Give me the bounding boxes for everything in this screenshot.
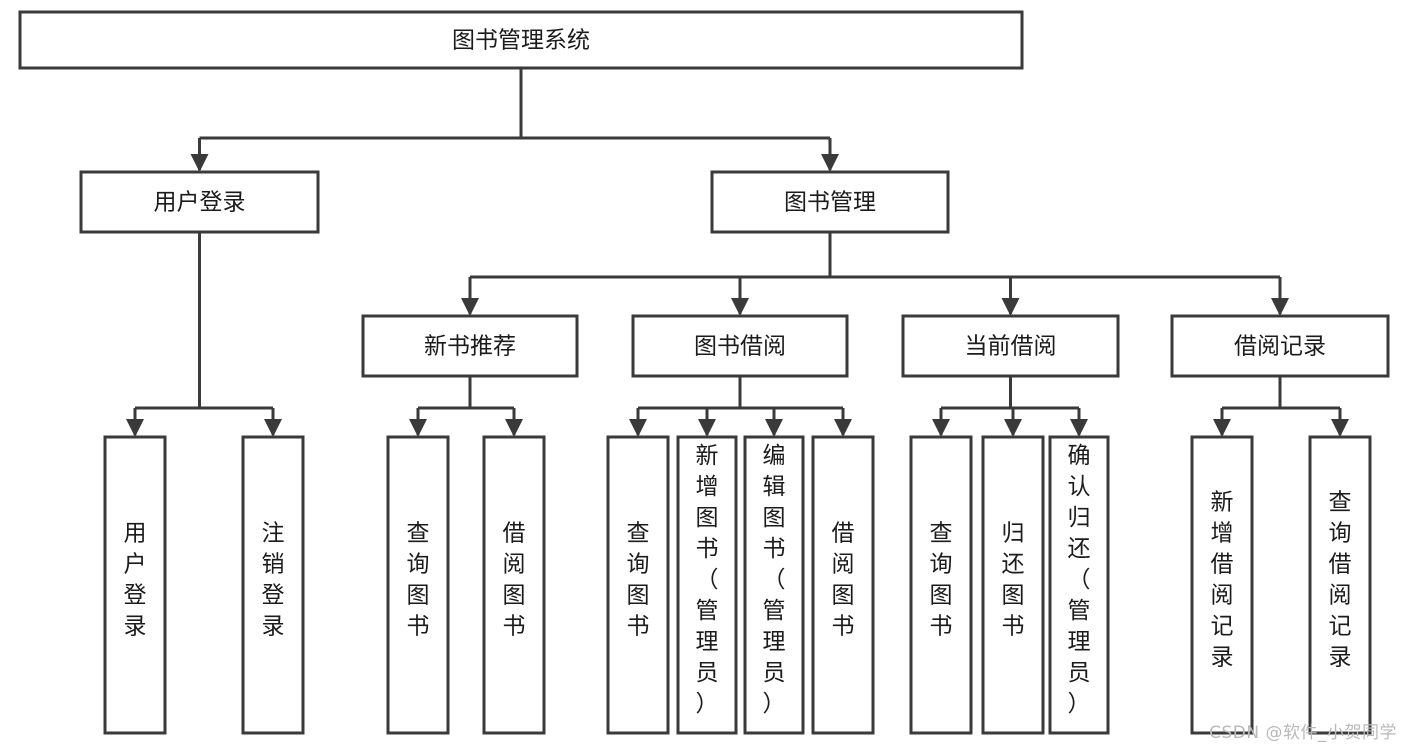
arrowhead-icon xyxy=(821,154,839,172)
node-box xyxy=(909,435,973,735)
arrowhead-icon xyxy=(932,419,950,437)
node-box xyxy=(361,314,579,378)
node-box xyxy=(901,314,1120,378)
node-label: 新增图书（管理员） xyxy=(696,443,719,717)
node-label: 用户登录 xyxy=(124,521,147,640)
arrowhead-icon xyxy=(765,419,783,437)
arrowhead-icon xyxy=(1271,298,1289,316)
node-box xyxy=(1170,314,1390,378)
node-box xyxy=(1048,435,1110,735)
node-leaf-8[interactable]: 查询图书 xyxy=(909,435,973,735)
node-label: 归还图书 xyxy=(1002,521,1025,640)
arrowhead-icon xyxy=(409,419,427,437)
node-label: 注销登录 xyxy=(262,521,285,640)
connector-layer xyxy=(126,68,1349,437)
node-label: 借阅图书 xyxy=(832,521,855,640)
node-leaf-12[interactable]: 查询借阅记录 xyxy=(1308,435,1372,735)
node-level2-0[interactable]: 用户登录 xyxy=(79,170,320,234)
node-label: 新书推荐 xyxy=(424,334,516,360)
node-leaf-10[interactable]: 确认归还（管理员） xyxy=(1048,435,1110,735)
arrowhead-icon xyxy=(190,154,209,172)
node-label: 查询借阅记录 xyxy=(1329,490,1352,671)
arrowhead-icon xyxy=(1213,419,1231,437)
node-label: 确认归还（管理员） xyxy=(1068,443,1091,717)
node-level3-1[interactable]: 图书借阅 xyxy=(631,314,849,378)
node-box xyxy=(631,314,849,378)
arrowhead-icon xyxy=(264,419,282,437)
arrowhead-icon xyxy=(698,419,716,437)
node-box xyxy=(981,435,1045,735)
arrowhead-icon xyxy=(629,419,647,437)
csdn-watermark: CSDN @软件_小贺同学 xyxy=(1209,723,1397,743)
arrowhead-icon xyxy=(461,298,479,316)
node-leaf-6[interactable]: 编辑图书（管理员） xyxy=(743,435,805,735)
node-label: 用户登录 xyxy=(154,190,246,216)
arrowhead-icon xyxy=(505,419,523,437)
arrowhead-icon xyxy=(834,419,852,437)
node-layer: 图书管理系统用户登录图书管理新书推荐图书借阅当前借阅借阅记录用户登录注销登录查询… xyxy=(18,10,1390,735)
node-box xyxy=(743,435,805,735)
node-leaf-1[interactable]: 注销登录 xyxy=(241,435,305,735)
node-box xyxy=(386,435,450,735)
node-leaf-7[interactable]: 借阅图书 xyxy=(811,435,875,735)
node-box xyxy=(241,435,305,735)
node-level3-0[interactable]: 新书推荐 xyxy=(361,314,579,378)
node-leaf-5[interactable]: 新增图书（管理员） xyxy=(676,435,738,735)
node-label: 查询图书 xyxy=(407,521,430,640)
arrowhead-icon xyxy=(1004,419,1022,437)
node-box xyxy=(79,170,320,234)
node-leaf-9[interactable]: 归还图书 xyxy=(981,435,1045,735)
node-leaf-0[interactable]: 用户登录 xyxy=(103,435,167,735)
node-level2-1[interactable]: 图书管理 xyxy=(710,170,950,234)
node-label: 编辑图书（管理员） xyxy=(763,443,786,717)
node-box xyxy=(710,170,950,234)
arrowhead-icon xyxy=(1070,419,1088,437)
node-box xyxy=(1190,435,1254,735)
node-leaf-3[interactable]: 借阅图书 xyxy=(482,435,546,735)
node-label: 图书借阅 xyxy=(694,334,786,360)
node-level3-2[interactable]: 当前借阅 xyxy=(901,314,1120,378)
node-box xyxy=(1308,435,1372,735)
node-box xyxy=(676,435,738,735)
node-label: 查询图书 xyxy=(930,521,953,640)
node-label: 图书管理系统 xyxy=(452,28,590,54)
arrowhead-icon xyxy=(731,298,749,316)
arrowhead-icon xyxy=(1001,298,1020,316)
node-label: 新增借阅记录 xyxy=(1211,490,1234,671)
node-leaf-2[interactable]: 查询图书 xyxy=(386,435,450,735)
node-box xyxy=(103,435,167,735)
node-box xyxy=(482,435,546,735)
node-label: 查询图书 xyxy=(627,521,650,640)
node-label: 借阅记录 xyxy=(1234,334,1326,360)
node-label: 当前借阅 xyxy=(965,334,1057,360)
arrowhead-icon xyxy=(126,419,144,437)
node-leaf-11[interactable]: 新增借阅记录 xyxy=(1190,435,1254,735)
node-leaf-4[interactable]: 查询图书 xyxy=(606,435,670,735)
node-box xyxy=(18,10,1024,70)
node-label: 借阅图书 xyxy=(503,521,526,640)
node-box xyxy=(606,435,670,735)
arrowhead-icon xyxy=(1331,419,1349,437)
node-label: 图书管理 xyxy=(784,190,876,216)
node-box xyxy=(811,435,875,735)
node-root-0[interactable]: 图书管理系统 xyxy=(18,10,1024,70)
node-level3-3[interactable]: 借阅记录 xyxy=(1170,314,1390,378)
